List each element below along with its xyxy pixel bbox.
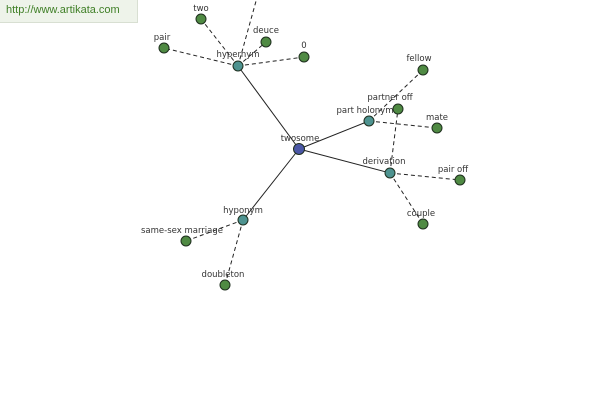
site-banner[interactable]: http://www.artikata.com [0,0,138,23]
edge-hypernym-to-offscreen [237,0,257,67]
edge-derivation-to-couple [389,172,424,225]
edge-part-holonym-to-fellow [368,69,424,122]
node-label-same-sex-marriage: same-sex marriage [141,226,223,236]
node-dot-zero[interactable] [298,51,310,63]
graph-nodes: twosome hypernym part holonym derivation hyp… [141,4,469,291]
node-hypernym[interactable]: hypernym [216,50,260,72]
node-twosome[interactable]: twosome [281,134,320,155]
node-label-fellow: fellow [406,54,431,64]
node-two[interactable]: two [193,4,209,25]
node-label-couple: couple [407,209,435,219]
node-dot-fellow[interactable] [417,64,429,76]
node-same-sex-marriage[interactable]: same-sex marriage [141,226,223,247]
edge-hypernym-to-pair [163,47,239,67]
node-label-pair: pair [154,33,171,43]
node-label-zero: 0 [301,41,306,51]
node-dot-twosome[interactable] [293,143,305,155]
node-label-partner-off: partner off [367,93,413,103]
node-dot-deuce[interactable] [260,36,272,48]
node-fellow[interactable]: fellow [406,54,432,76]
node-hyponym[interactable]: hyponym [223,206,263,226]
node-dot-two[interactable] [195,13,207,25]
edge-hypernym-to-two [200,18,239,67]
edge-twosome-to-hyponym [242,148,300,221]
node-dot-mate[interactable] [431,122,443,134]
node-deuce[interactable]: deuce [253,26,279,48]
node-partner-off[interactable]: partner off [367,93,414,115]
node-mate[interactable]: mate [426,113,448,134]
node-part-holonym[interactable]: part holonym [337,106,394,127]
edge-hyponym-to-same-sex-marriage [185,219,244,242]
edge-twosome-to-derivation [298,148,391,174]
edge-twosome-to-part-holonym [298,120,370,150]
node-label-hyponym: hyponym [223,206,263,216]
edge-hypernym-to-deuce [237,41,267,67]
node-dot-hypernym[interactable] [232,60,244,72]
node-label-part-holonym: part holonym [337,106,394,116]
node-pair-off[interactable]: pair off [438,165,469,186]
node-dot-hyponym[interactable] [237,214,249,226]
node-label-deuce: deuce [253,26,279,36]
edge-derivation-to-pair-off [389,172,461,181]
node-pair[interactable]: pair [154,33,171,54]
edge-part-holonym-to-mate [368,120,438,129]
node-dot-pair[interactable] [158,42,170,54]
node-derivation[interactable]: derivation [362,157,406,179]
node-label-hypernym: hypernym [216,50,259,60]
node-label-doubleton: doubleton [202,270,245,280]
edge-twosome-to-hypernym [237,65,300,150]
node-label-derivation: derivation [362,157,405,167]
node-dot-pair-off[interactable] [454,174,466,186]
edge-derivation-to-partner-off [389,108,399,174]
node-couple[interactable]: couple [407,209,435,230]
node-dot-couple[interactable] [417,218,429,230]
node-doubleton[interactable]: doubleton [202,270,245,291]
node-dot-partner-off[interactable] [392,103,404,115]
node-dot-doubleton[interactable] [219,279,231,291]
edge-hyponym-to-doubleton [224,219,244,286]
node-dot-same-sex-marriage[interactable] [180,235,192,247]
node-label-two: two [193,4,209,14]
node-dot-part-holonym[interactable] [363,115,375,127]
node-label-pair-off: pair off [438,165,469,175]
node-zero[interactable]: 0 [298,41,310,63]
node-label-mate: mate [426,113,448,123]
site-url-link[interactable]: http://www.artikata.com [6,4,120,16]
node-label-twosome: twosome [281,134,320,144]
node-dot-derivation[interactable] [384,167,396,179]
graph-edges [163,0,461,286]
